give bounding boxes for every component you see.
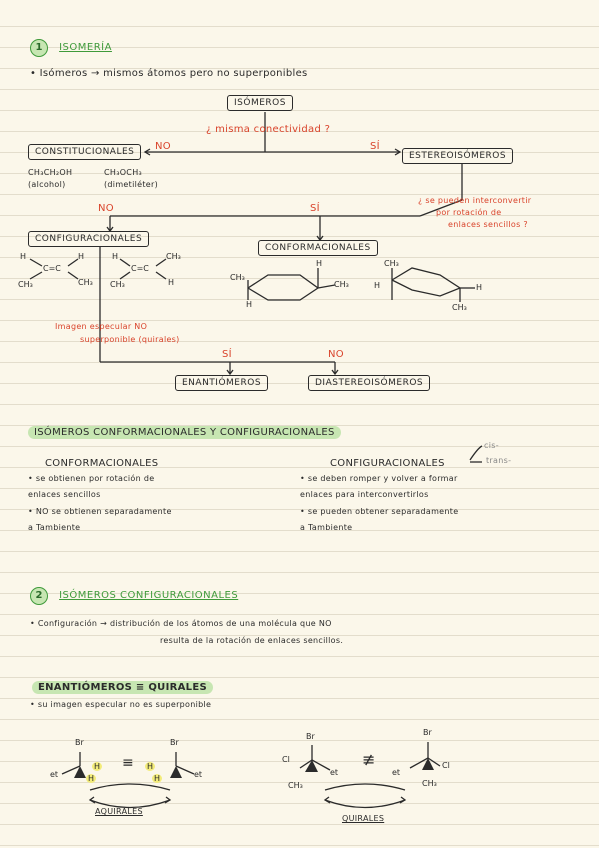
example-1-name: (alcohol) — [28, 180, 66, 189]
question-mirror-2: superponible (quirales) — [80, 335, 180, 344]
label-no-3: NO — [328, 349, 344, 360]
config-item-2: enlaces para interconvertirlos — [300, 490, 429, 499]
conf-item-4: a Tambiente — [28, 523, 81, 532]
config-item-1: • se deben romper y volver a formar — [300, 474, 458, 483]
section-2-number: 2 — [30, 587, 48, 605]
conf-item-1: • se obtienen por rotación de — [28, 474, 155, 483]
alkene1-ch3-bottom-right: CH₃ — [78, 278, 93, 287]
chair2-h-right: H — [476, 283, 483, 292]
alkene1-h-top-right: H — [78, 252, 85, 261]
label-trans: trans- — [486, 456, 512, 465]
box-configuracionales: CONFIGURACIONALES — [28, 231, 150, 247]
box-constitucionales: CONSTITUCIONALES — [28, 144, 142, 160]
label-no-1: NO — [155, 141, 171, 152]
alkene2-cc: C=C — [131, 264, 149, 273]
box-diastereoisomeros: DIASTEREOISÓMEROS — [308, 375, 431, 391]
q2-br: Br — [423, 728, 432, 737]
q1-ch3: CH₃ — [288, 781, 303, 790]
box-conformacionales: CONFORMACIONALES — [258, 240, 378, 256]
alkene1-cc: C=C — [43, 264, 61, 273]
alkene1-ch3-bottom: CH₃ — [18, 280, 33, 289]
question-mirror-1: Imagen especular NO — [55, 322, 148, 331]
chair2-ch3-top: CH₃ — [384, 259, 399, 268]
aq2-br: Br — [170, 738, 179, 747]
label-cis: cis- — [484, 441, 499, 450]
box-estereoisomeros: ESTEREOISÓMEROS — [402, 148, 514, 164]
box-enantiomeros: ENANTIÓMEROS — [175, 375, 269, 391]
question-rotation-1: ¿ se pueden interconvertir — [418, 196, 532, 205]
aq1-et: et — [50, 770, 59, 779]
conf-item-2: enlaces sencillos — [28, 490, 101, 499]
not-equiv-sign: ≢ — [362, 750, 376, 769]
aq1-br: Br — [75, 738, 84, 747]
enantiomers-heading: ENANTIÓMEROS ≡ QUIRALES — [32, 681, 213, 694]
label-si-1: SÍ — [370, 141, 380, 152]
q2-et: et — [392, 768, 401, 777]
example-2-formula: CH₃OCH₃ — [104, 168, 143, 177]
configuracionales-heading: CONFIGURACIONALES — [330, 458, 445, 469]
alkene2-ch3-top-right: CH₃ — [166, 252, 181, 261]
chair1-ch3-right: CH₃ — [334, 280, 349, 289]
question-rotation-2: por rotación de — [436, 208, 502, 217]
equiv-sign: ≡ — [122, 755, 134, 771]
section-1-number: 1 — [30, 39, 48, 57]
aq2-h1: H — [145, 762, 156, 771]
label-si-3: SÍ — [222, 349, 232, 360]
section-2-title: ISÓMEROS CONFIGURACIONALES — [59, 590, 239, 601]
chair2-ch3-bottom: CH₃ — [452, 303, 467, 312]
q2-ch3: CH₃ — [422, 779, 437, 788]
question-connectivity: ¿ misma conectividad ? — [206, 124, 331, 135]
aq2-et: et — [194, 770, 203, 779]
question-rotation-3: enlaces sencillos ? — [448, 220, 528, 229]
aq2-h2: H — [152, 774, 163, 783]
example-2-name: (dimetiléter) — [104, 180, 159, 189]
q1-cl: Cl — [282, 755, 290, 764]
label-aquirales: AQUIRALES — [95, 807, 143, 816]
section-2-heading: 2 ISÓMEROS CONFIGURACIONALES — [30, 583, 238, 605]
q1-et: et — [330, 768, 339, 777]
box-isomeros: ISÓMEROS — [227, 95, 293, 111]
configuracion-def-2: resulta de la rotación de enlaces sencil… — [160, 636, 344, 645]
q2-cl: Cl — [442, 761, 450, 770]
chair1-ch3-left: CH₃ — [230, 273, 245, 282]
conf-item-3: • NO se obtienen separadamente — [28, 507, 172, 516]
alkene2-h-top: H — [112, 252, 119, 261]
example-1-formula: CH₃CH₂OH — [28, 168, 73, 177]
section-1-title: ISOMERÍA — [59, 42, 112, 53]
conformacionales-heading: CONFORMACIONALES — [45, 458, 159, 469]
chair1-h-left: H — [246, 300, 253, 309]
configuracion-def-1: • Configuración → distribución de los át… — [30, 619, 332, 628]
aq1-h1: H — [92, 762, 103, 771]
comparison-title: ISÓMEROS CONFORMACIONALES Y CONFIGURACIO… — [28, 426, 341, 439]
chair2-h-left: H — [374, 281, 381, 290]
aq1-h2: H — [86, 774, 97, 783]
section-1-heading: 1 ISOMERÍA — [30, 35, 112, 57]
config-item-4: a Tambiente — [300, 523, 353, 532]
q1-br: Br — [306, 732, 315, 741]
chair1-h-right: H — [316, 259, 323, 268]
label-si-2: SÍ — [310, 203, 320, 214]
config-item-3: • se pueden obtener separadamente — [300, 507, 459, 516]
intro-text: • Isómeros → mismos átomos pero no super… — [30, 68, 308, 79]
alkene2-ch3-bottom: CH₃ — [110, 280, 125, 289]
label-quirales: QUIRALES — [342, 814, 385, 823]
enantiomers-definition: • su imagen especular no es superponible — [30, 700, 212, 709]
label-no-2: NO — [98, 203, 114, 214]
alkene1-h-top: H — [20, 252, 27, 261]
alkene2-h-bottom-right: H — [168, 278, 175, 287]
